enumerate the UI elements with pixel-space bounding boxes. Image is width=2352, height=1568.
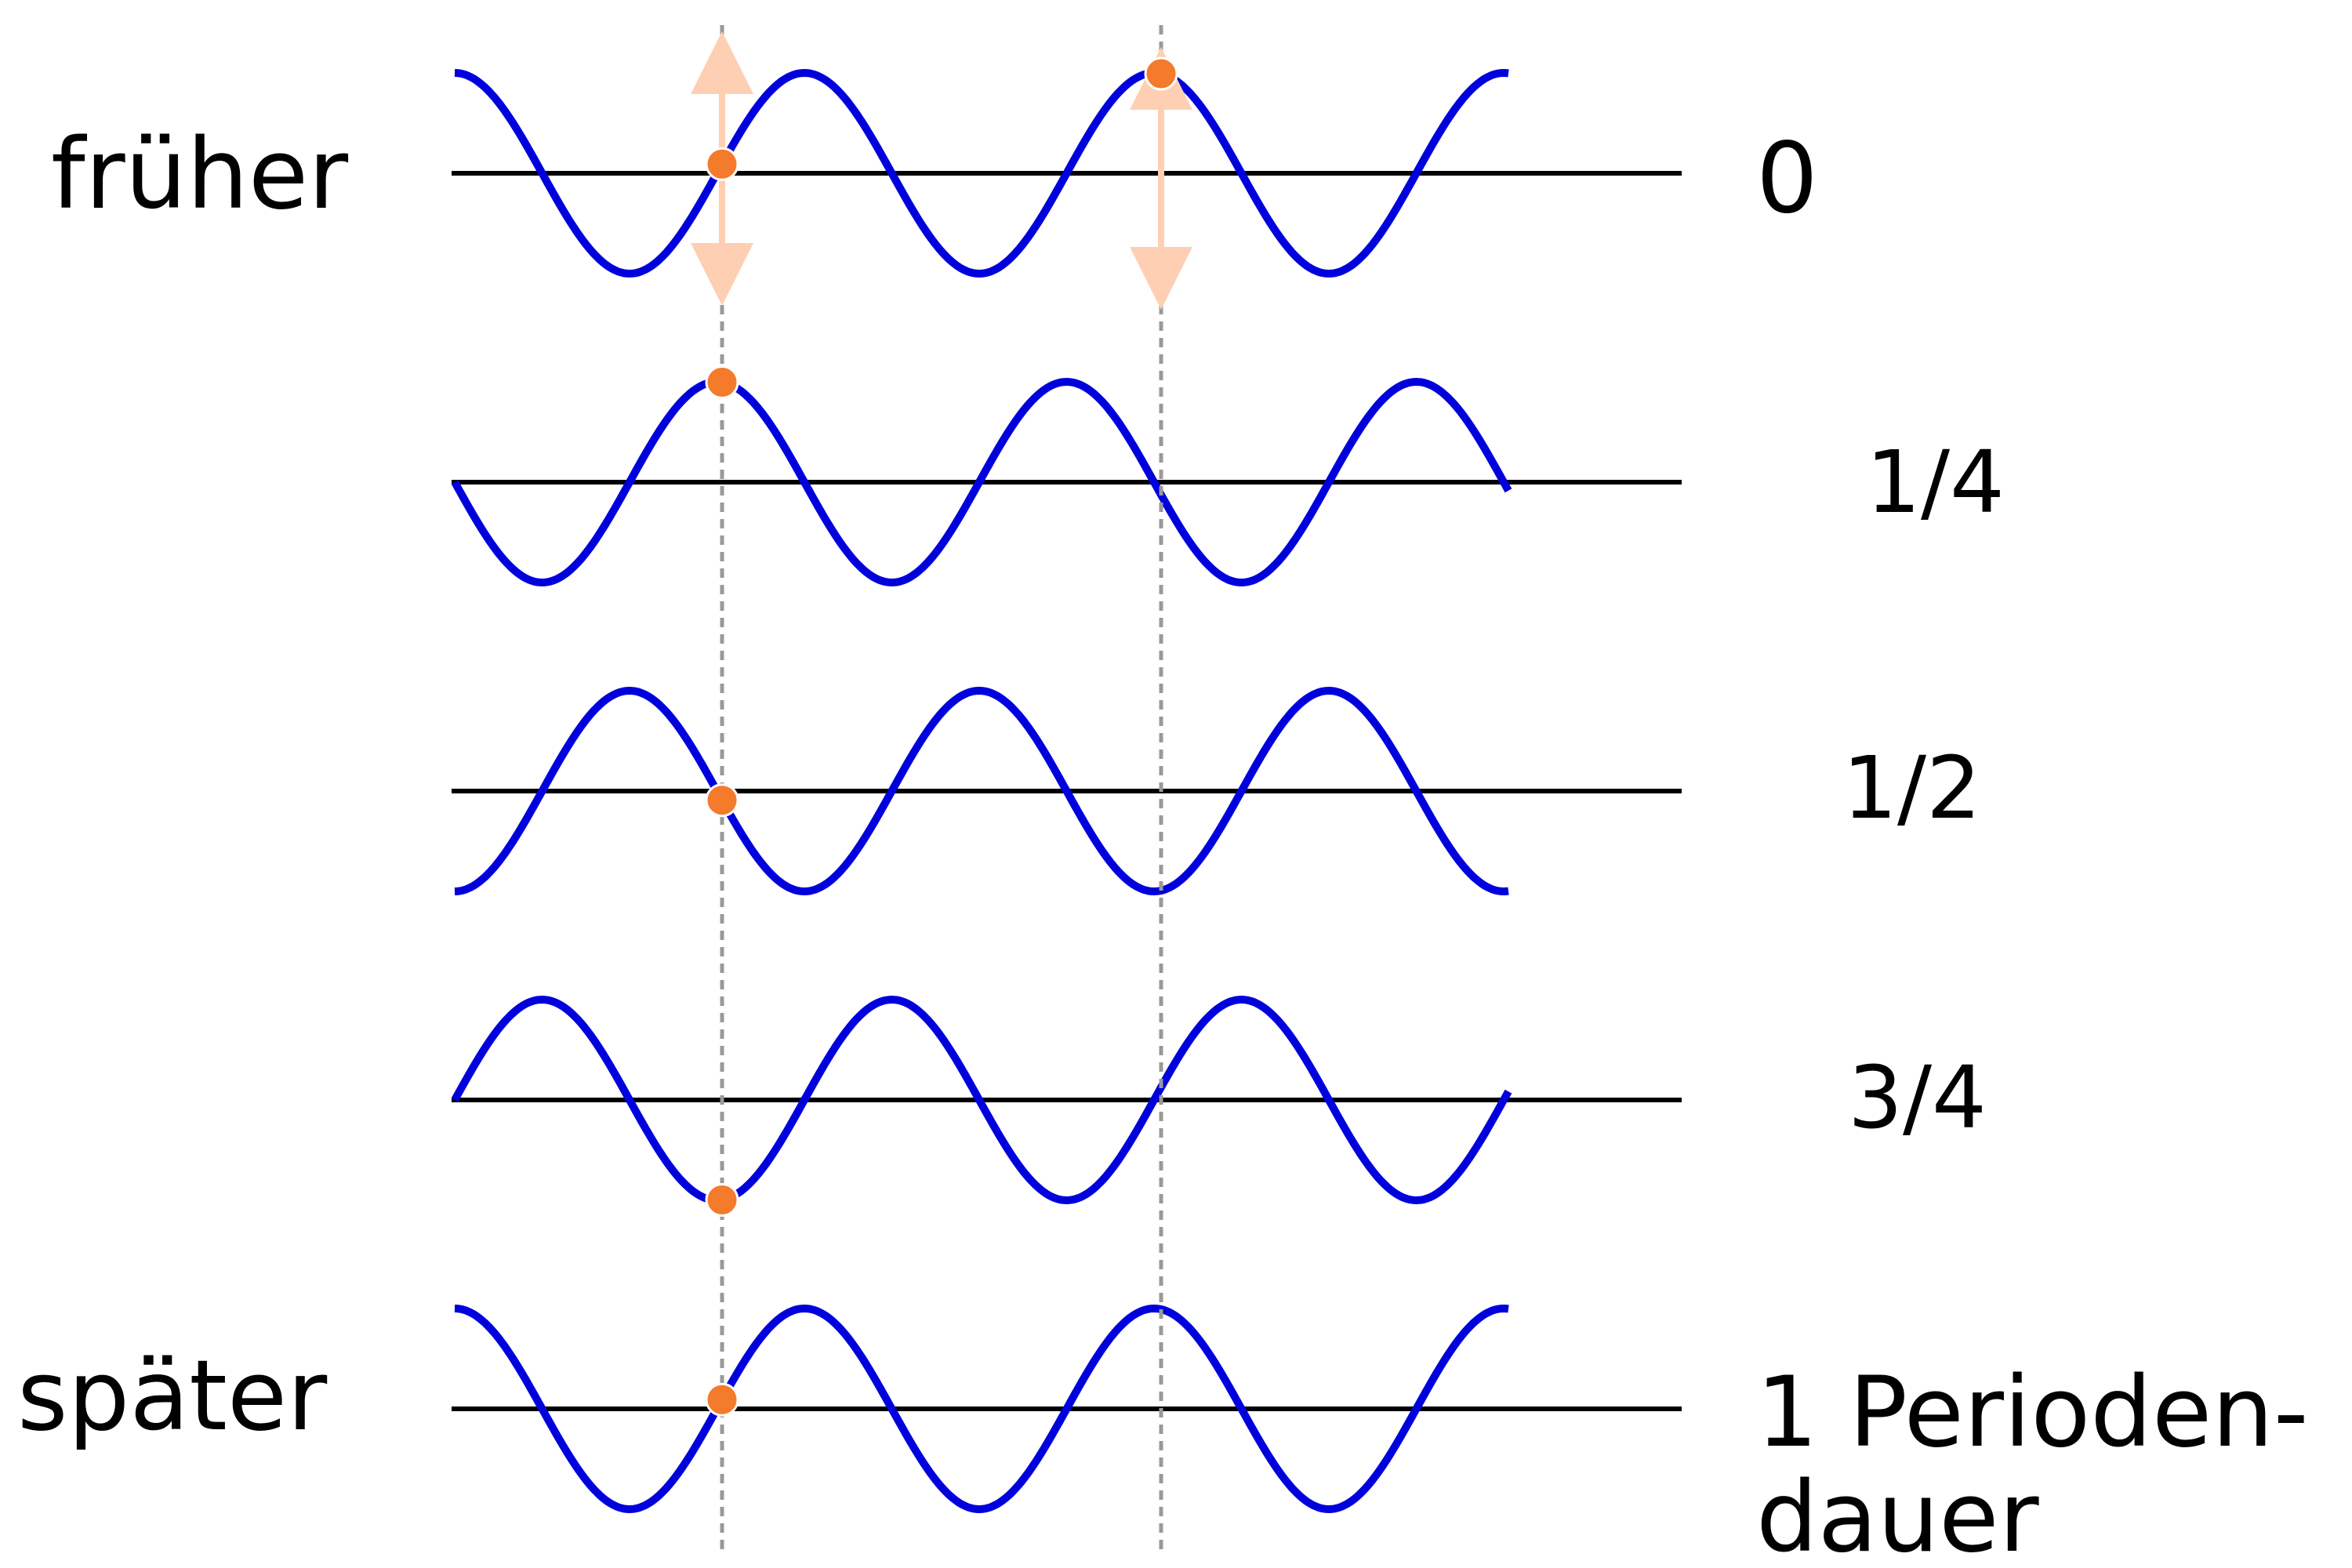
wave-0 xyxy=(454,68,1509,278)
label-later: später xyxy=(17,1340,327,1453)
marker-dot-0 xyxy=(705,147,739,181)
marker-dot-4 xyxy=(705,1382,739,1417)
wave-2 xyxy=(454,686,1509,896)
phase-label-4-line2: dauer xyxy=(1756,1461,2039,1568)
wave-3 xyxy=(451,995,1512,1205)
phase-label-0: 0 xyxy=(1756,122,1818,235)
wave-4 xyxy=(454,1304,1509,1514)
marker-dot-3 xyxy=(705,1183,739,1217)
waves-group xyxy=(451,68,1512,1514)
phase-label-4-line1: 1 Perioden- xyxy=(1756,1356,2309,1469)
label-earlier: früher xyxy=(51,118,348,231)
marker-dot-2 xyxy=(705,783,739,818)
phase-label-1: 1/4 xyxy=(1866,432,2005,532)
phase-label-3: 3/4 xyxy=(1848,1047,1987,1148)
phase-label-2: 1/2 xyxy=(1842,738,1981,838)
marker-dot-crest xyxy=(1144,56,1178,91)
markers-group xyxy=(705,56,1178,1417)
wave-1 xyxy=(451,377,1512,587)
marker-dot-1 xyxy=(705,365,739,399)
